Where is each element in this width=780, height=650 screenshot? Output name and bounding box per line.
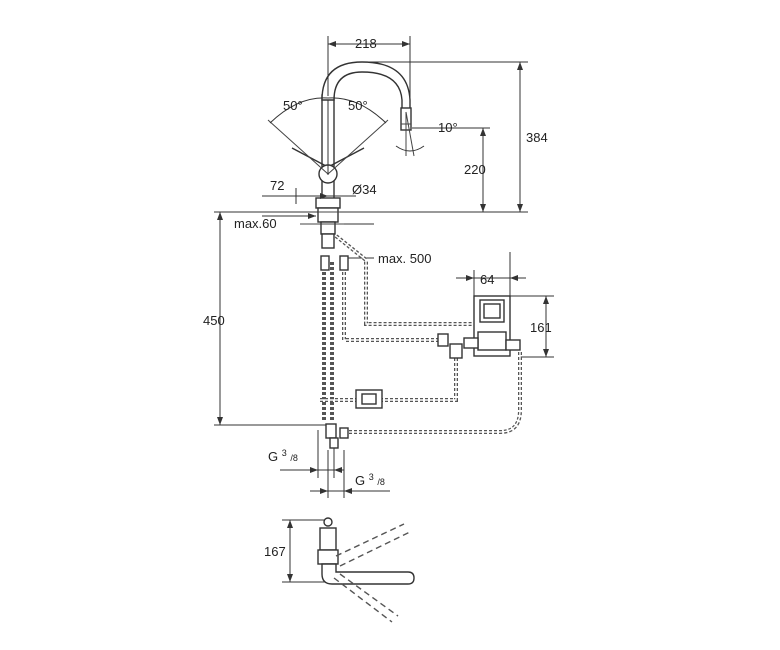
label-plan-depth: 167	[264, 544, 286, 559]
label-thread-right: G 3 /8	[355, 468, 385, 488]
label-hole-diameter: Ø34	[352, 182, 377, 197]
dimension-labels: 218 384 220 10° 50° 50° 72 Ø34 max.60 45…	[203, 36, 552, 559]
label-lever-right-angle: 50°	[348, 98, 368, 113]
label-hose-length: max. 500	[378, 251, 431, 266]
control-box	[463, 295, 521, 357]
label-under-deck-height: 450	[203, 313, 225, 328]
hose-fittings	[320, 255, 463, 449]
label-box-width: 64	[480, 272, 494, 287]
plan-view	[317, 517, 415, 623]
label-box-height: 161	[530, 320, 552, 335]
dimension-lines	[214, 36, 554, 583]
label-spout-height: 220	[464, 162, 486, 177]
label-escutcheon-offset: 72	[270, 178, 284, 193]
deck-mount	[300, 197, 360, 249]
label-spout-reach: 218	[355, 36, 377, 51]
label-deck-thickness: max.60	[234, 216, 277, 231]
label-total-height: 384	[526, 130, 548, 145]
label-thread-left: G 3 /8	[268, 444, 298, 464]
lever-handles	[267, 97, 389, 184]
label-lever-left-angle: 50°	[283, 98, 303, 113]
label-spout-tilt: 10°	[438, 120, 458, 135]
